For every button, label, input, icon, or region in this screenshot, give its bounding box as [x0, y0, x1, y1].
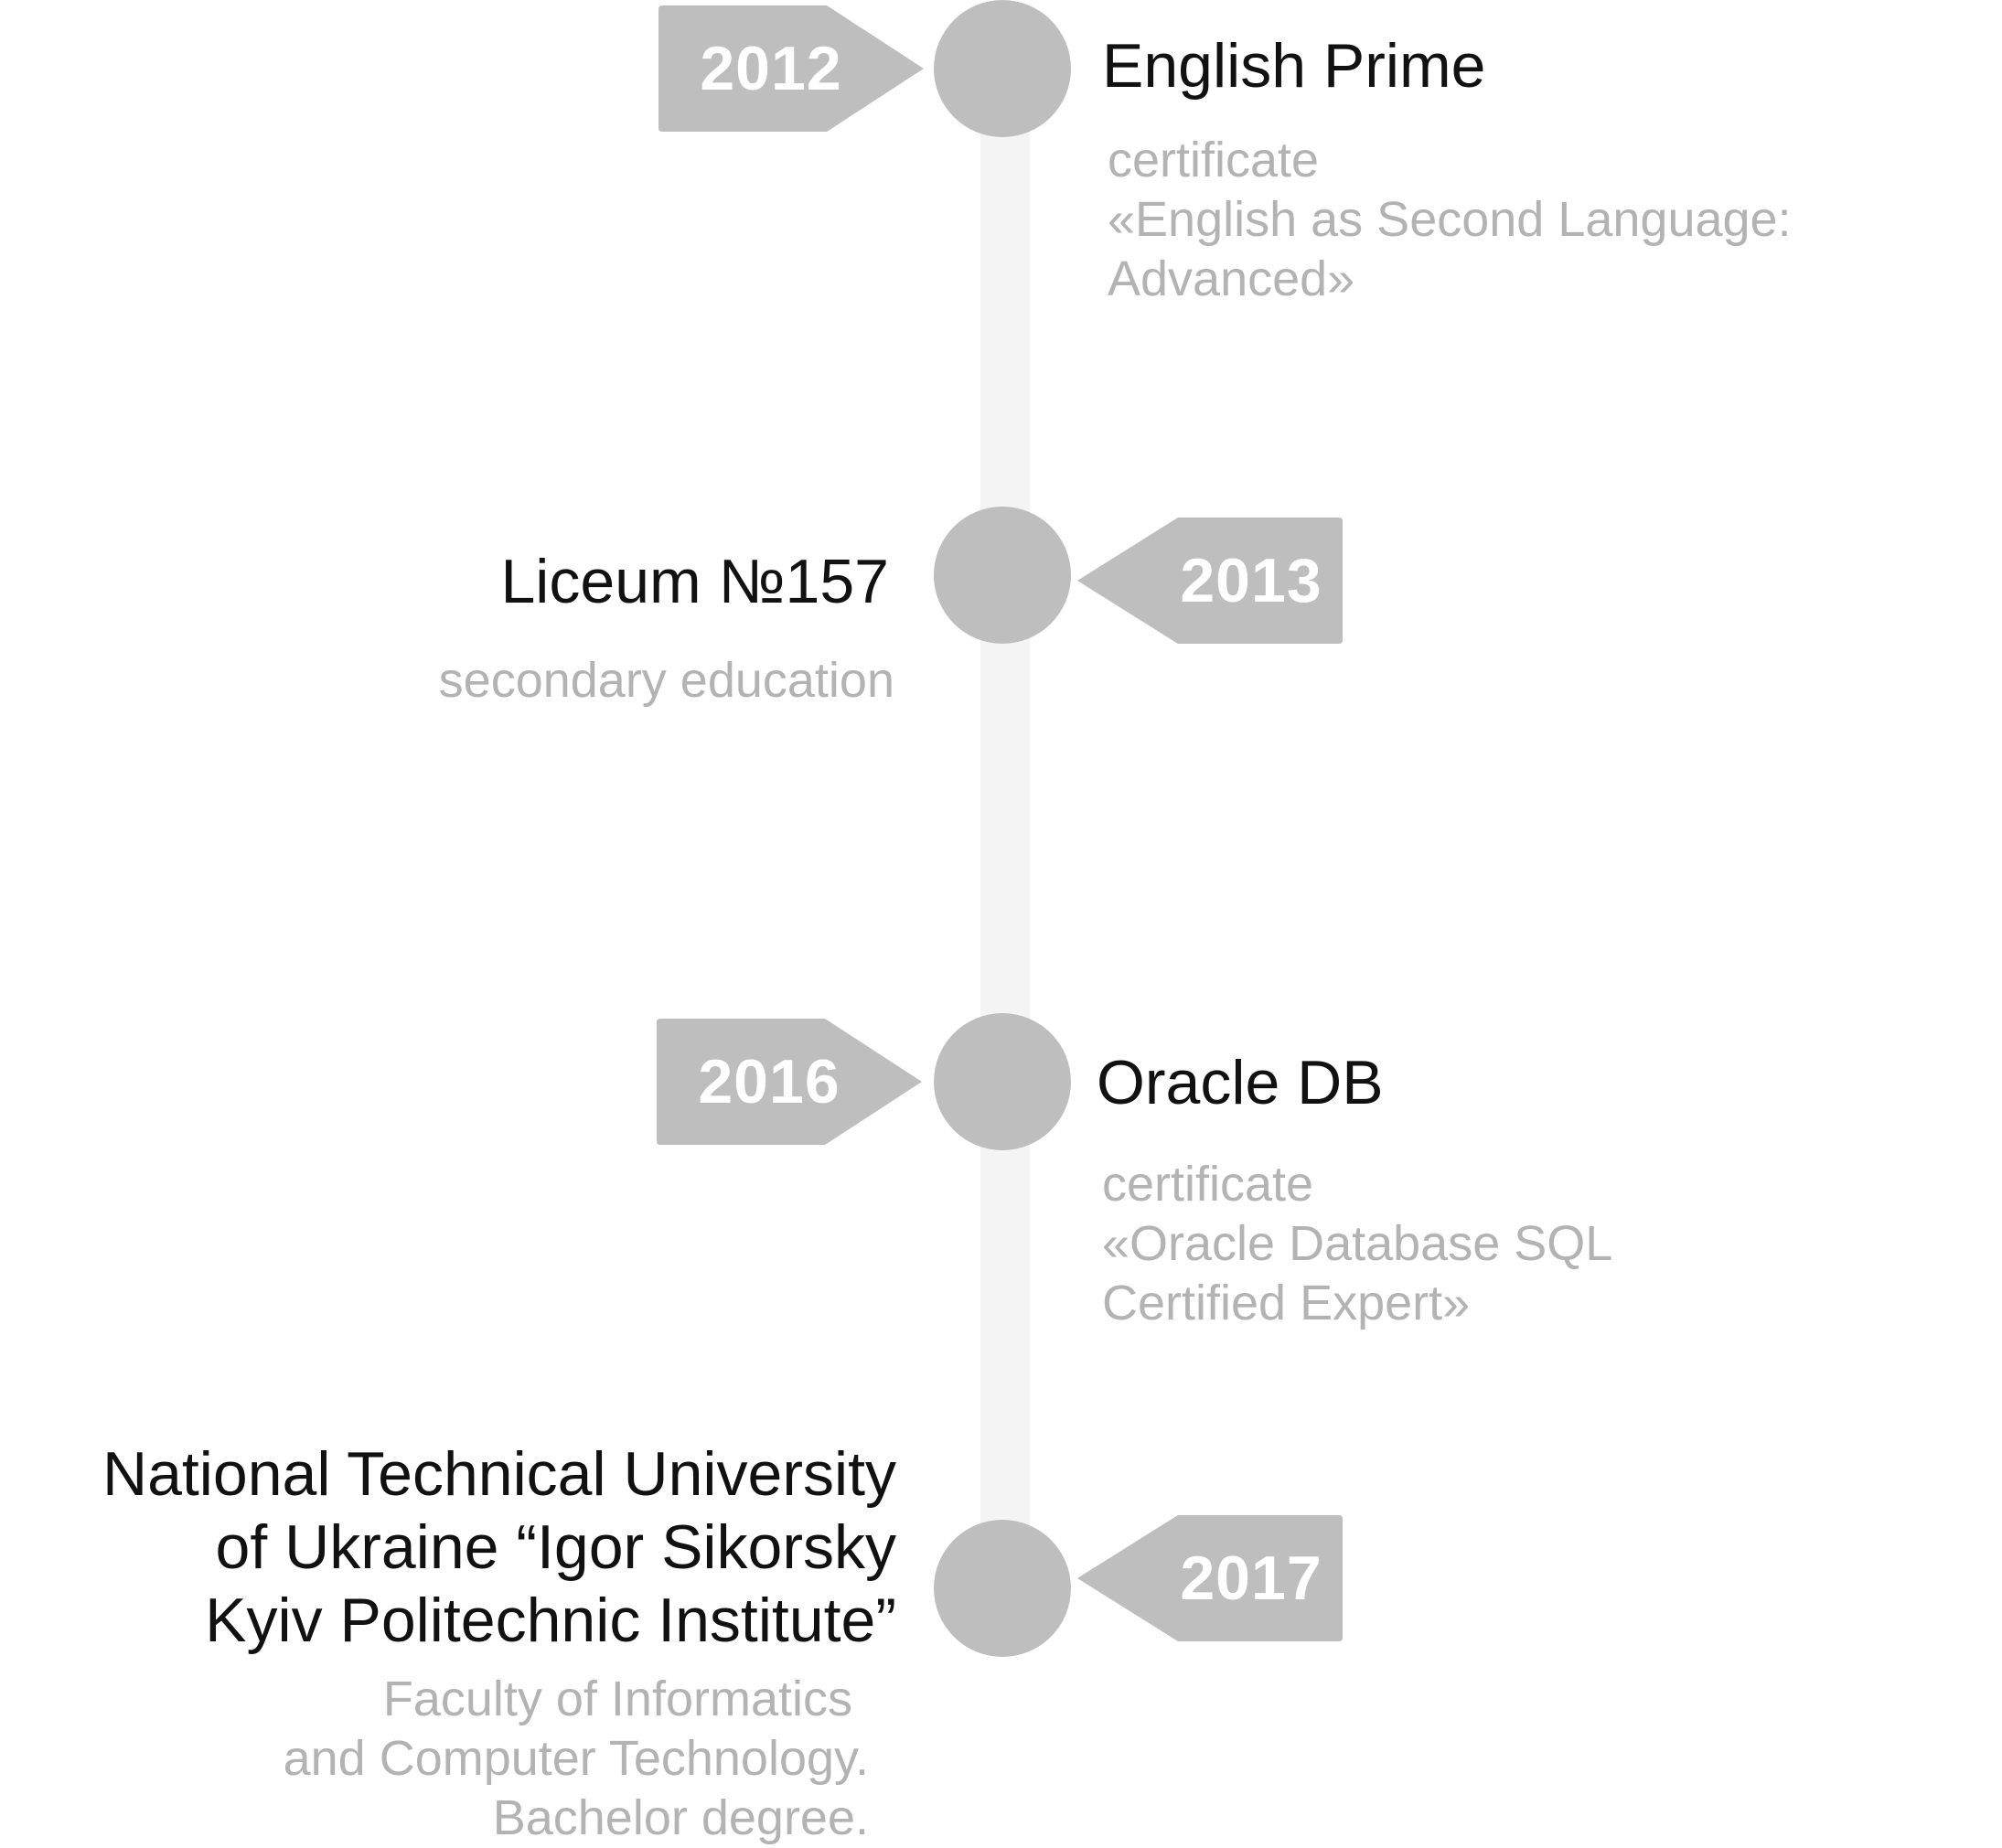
event-title-line: Kyiv Politechnic Institute”	[205, 1586, 896, 1655]
arrow-tag-left-icon	[1077, 1515, 1343, 1641]
year-tag-2016: 2016	[657, 1019, 922, 1145]
timeline-spine	[980, 37, 1030, 1628]
event-description-kpi: Faculty of Informatics and Computer Tech…	[110, 1670, 869, 1848]
event-title-oracle-db: Oracle DB	[1097, 1046, 1384, 1119]
event-title-line: of Ukraine “Igor Sikorsky	[215, 1512, 896, 1582]
timeline-marker-2013	[934, 507, 1071, 644]
arrow-tag-left-icon	[1077, 518, 1343, 644]
timeline-marker-2017	[934, 1520, 1071, 1657]
event-description-line: Advanced»	[1108, 251, 1355, 306]
event-description-line: «English as Second Language:	[1108, 192, 1792, 247]
year-label: 2013	[1180, 546, 1322, 615]
arrow-tag-right-icon	[657, 1019, 922, 1145]
event-description-line: secondary education	[438, 653, 894, 708]
year-label: 2016	[698, 1047, 840, 1116]
event-title-line: English Prime	[1102, 31, 1486, 101]
arrow-tag-right-icon	[658, 5, 924, 132]
event-description-line: certificate	[1102, 1157, 1314, 1212]
timeline-marker-2012	[934, 0, 1071, 137]
event-title-liceum: Liceum №157	[432, 545, 889, 618]
event-description-line: certificate	[1108, 133, 1320, 187]
year-label: 2017	[1180, 1544, 1322, 1613]
event-title-kpi: National Technical University of Ukraine…	[9, 1437, 896, 1657]
event-description-oracle-db: certificate «Oracle Database SQL Certifi…	[1102, 1155, 1612, 1333]
year-tag-2013: 2013	[1077, 518, 1343, 644]
event-title-line: Liceum №157	[500, 547, 889, 616]
event-description-line: Bachelor degree.	[492, 1790, 869, 1845]
event-title-line: Oracle DB	[1097, 1048, 1384, 1117]
event-description-line: Faculty of Informatics	[382, 1672, 852, 1726]
year-label: 2012	[700, 34, 842, 103]
event-description-english-prime: certificate «English as Second Language:…	[1108, 131, 1792, 309]
event-description-line: «Oracle Database SQL	[1102, 1216, 1613, 1271]
event-description-line: Certified Expert»	[1102, 1276, 1471, 1330]
event-description-liceum: secondary education	[249, 651, 894, 710]
event-description-line: and Computer Technology.	[283, 1731, 869, 1786]
year-tag-2017: 2017	[1077, 1515, 1343, 1641]
timeline-marker-2016	[934, 1013, 1071, 1150]
event-title-english-prime: English Prime	[1102, 29, 1486, 102]
year-tag-2012: 2012	[658, 5, 924, 132]
event-title-line: National Technical University	[102, 1439, 896, 1509]
